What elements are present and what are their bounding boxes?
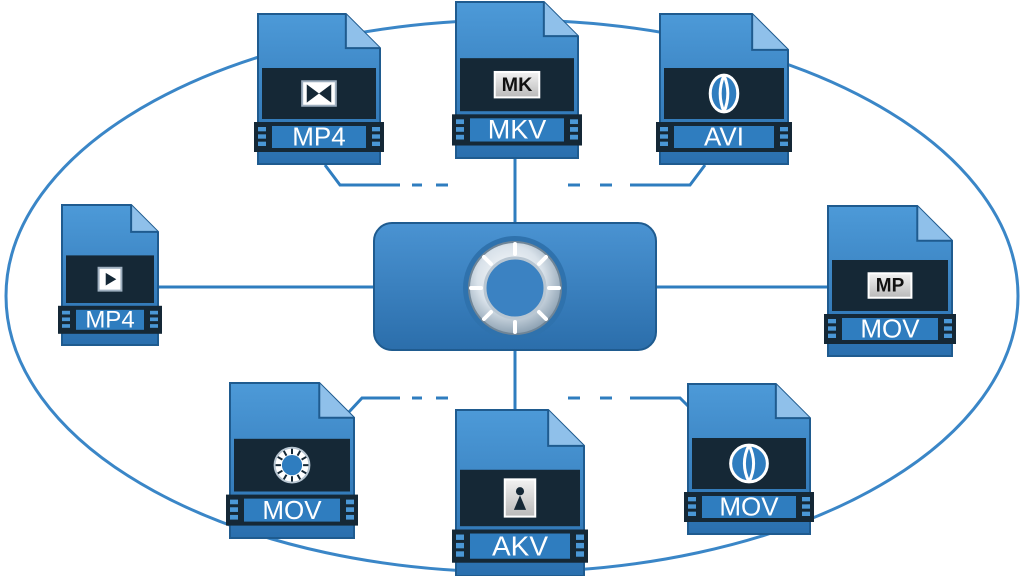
figure-icon (503, 478, 537, 518)
file-label: MKV (488, 115, 547, 145)
wheel-icon (273, 446, 311, 484)
file-icon-avi-top: AVI (656, 13, 792, 165)
file-label: MOV (860, 313, 920, 343)
file-icon-mov-right: MP MOV (824, 205, 956, 357)
clapper-icon (301, 80, 337, 107)
mk-badge-icon: MK (493, 70, 541, 99)
connector-bottom-left (346, 396, 400, 415)
connector-lines (146, 158, 830, 415)
orb-icon (729, 443, 769, 484)
play-icon (97, 266, 123, 292)
file-label: AVI (704, 121, 744, 151)
file-icon-akv-bottom: AKV (452, 409, 588, 576)
file-icon-mov-bottom-r: MOV (684, 383, 814, 535)
film-reel-icon (708, 73, 740, 114)
file-label: MP4 (85, 307, 134, 334)
connector-top-right (630, 164, 707, 187)
mp-badge-icon: MP (867, 272, 913, 299)
file-icon-mp4-left: MP4 (58, 204, 162, 346)
converter-hub (373, 222, 657, 351)
connector-bottom-right (630, 396, 697, 415)
file-icon-mov-bottom-l: MOV (226, 382, 358, 539)
file-label: AKV (492, 530, 548, 561)
file-label: MOV (262, 495, 322, 525)
file-label: MOV (719, 491, 779, 521)
reel-icon (463, 236, 567, 340)
file-icon-mp4-top: MP4 (254, 13, 384, 165)
connector-top-left (323, 164, 400, 187)
file-icon-mkv-top: MK MKV (452, 0, 582, 159)
badge-text: MK (502, 74, 533, 96)
badge-text: MP (876, 276, 904, 297)
file-label: MP4 (292, 121, 345, 151)
